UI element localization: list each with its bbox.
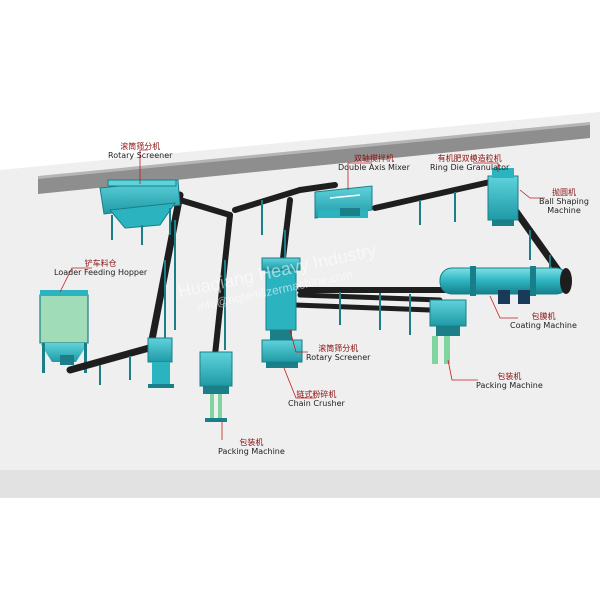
label-double-axis-mixer: 双轴搅拌机 Double Axis Mixer (338, 154, 410, 172)
double-axis-mixer-unit (314, 185, 373, 219)
loader-feeding-hopper (39, 290, 89, 373)
label-loader-feeding-hopper: 铲车料仓 Loader Feeding Hopper (54, 259, 148, 277)
packing-machine-right-unit (429, 299, 467, 364)
label-chain-crusher: 链式粉碎机 Chain Crusher (288, 390, 345, 408)
belt-hopper-to-crusher (66, 341, 164, 374)
label-packing-machine-right: 包装机 Packing Machine (476, 372, 543, 390)
belt-mixer-to-granulator (372, 179, 493, 211)
belt-mid-1 (232, 187, 303, 213)
back-wall (38, 124, 590, 194)
label-coating-machine: 包膜机 Coating Machine (510, 312, 577, 330)
label-ball-shaping: 抛圆机 Ball Shaping Machine (539, 188, 589, 215)
label-packing-machine-left: 包装机 Packing Machine (218, 438, 285, 456)
belt-return-long (297, 292, 443, 303)
rotary-screener-mid-unit (261, 257, 303, 368)
belt-mid-2 (297, 182, 338, 193)
belt-screener-return (177, 197, 233, 218)
ring-die-granulator-unit (487, 168, 519, 226)
leader-lines (59, 149, 545, 440)
coating-machine-drum (439, 266, 572, 304)
belt-return-long-2 (292, 302, 433, 313)
packing-machine-left-unit (199, 351, 233, 422)
crusher-unit-left (147, 337, 174, 388)
belt-screener-to-packing (212, 212, 233, 358)
back-wall-top (38, 122, 590, 179)
label-rotary-screener-top: 滚筒筛分机 Rotary Screener (108, 142, 173, 160)
label-ring-die-granulator: 有机肥双模造粒机 Ring Die Granulator (430, 154, 510, 172)
label-rotary-screener-mid: 滚筒筛分机 Rotary Screener (306, 344, 371, 362)
floor-edge (0, 470, 600, 498)
rotary-screener-top (99, 179, 181, 245)
